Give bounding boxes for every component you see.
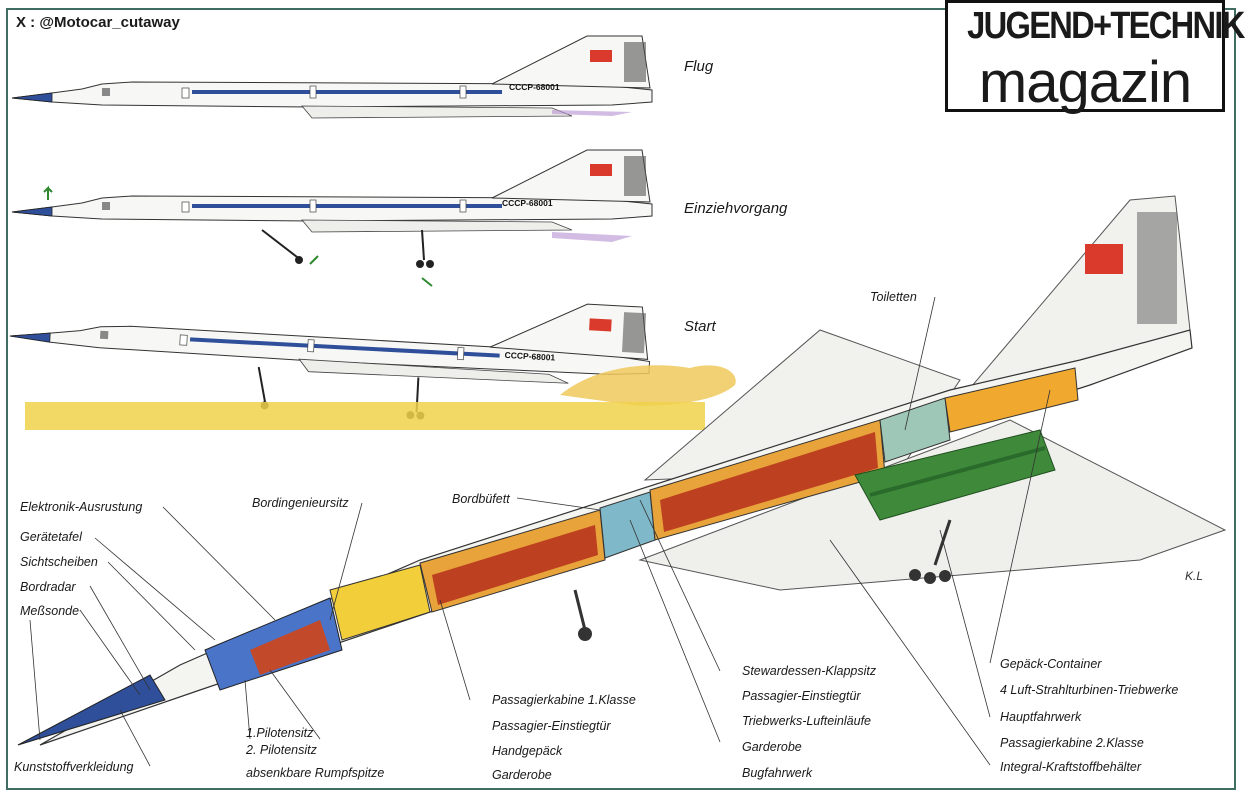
stage-label-start: Start (684, 318, 716, 335)
label-kunststoffverkleidung: Kunststoffverkleidung (14, 760, 134, 774)
plane2-registration: CCCP-68001 (502, 198, 553, 208)
label-kabine-2-klasse: Passagierkabine 2.Klasse (1000, 736, 1144, 750)
label-toiletten: Toiletten (870, 290, 917, 304)
label-pilotensitz-2: 2. Pilotensitz (246, 743, 317, 757)
stage-label-flug: Flug (684, 58, 714, 75)
label-garderobe-2: Garderobe (742, 740, 802, 754)
label-bordingenieursitz: Bordingenieursitz (252, 496, 349, 510)
label-gepaeck-container: Gepäck-Container (1000, 657, 1102, 671)
label-lufteinlaeufe: Triebwerks-Lufteinläufe (742, 714, 871, 728)
plane-flight: CCCP-68001 (11, 35, 653, 119)
credit-text: X : @Motocar_cutaway (16, 14, 180, 31)
label-messsonde: Meßsonde (20, 604, 80, 618)
plane3-registration: CCCP-68001 (504, 350, 555, 363)
label-handgepaeck: Handgepäck (492, 744, 563, 758)
label-garderobe-1: Garderobe (492, 768, 552, 782)
label-einstiegtuer-2: Passagier-Einstiegtür (742, 689, 861, 703)
cutaway-aircraft: K.L (17, 195, 1227, 767)
label-hauptfahrwerk: Hauptfahrwerk (1000, 710, 1082, 724)
svg-text:K.L: K.L (1185, 569, 1203, 583)
label-rumpfspitze: absenkbare Rumpfspitze (246, 766, 385, 780)
label-bordbuefett: Bordbüfett (452, 492, 510, 506)
label-bugfahrwerk: Bugfahrwerk (742, 766, 813, 780)
logo-line2: magazin (978, 50, 1192, 115)
runway-strip (25, 402, 705, 430)
label-klappsitz: Stewardessen-Klappsitz (742, 664, 877, 678)
label-kraftstoffbehaelter: Integral-Kraftstoffbehälter (1000, 760, 1142, 774)
plane1-registration: CCCP-68001 (509, 82, 560, 92)
label-bordradar: Bordradar (20, 580, 76, 594)
label-elektronik: Elektronik-Ausrustung (20, 500, 143, 514)
magazine-logo: JUGEND+TECHNIK magazin (945, 0, 1245, 115)
exhaust-cloud (560, 365, 736, 406)
plane-retraction: CCCP-68001 (11, 149, 653, 287)
stage-label-einziehvorgang: Einziehvorgang (684, 200, 788, 217)
label-sichtscheiben: Sichtscheiben (20, 555, 98, 569)
label-einstiegtuer-1: Passagier-Einstiegtür (492, 719, 611, 733)
logo-line1: JUGEND+TECHNIK (967, 5, 1245, 47)
label-pilotensitz-1: 1.Pilotensitz (246, 726, 314, 740)
page-frame (6, 8, 1236, 790)
label-triebwerke: 4 Luft-Strahlturbinen-Triebwerke (1000, 683, 1179, 697)
label-kabine-1-klasse: Passagierkabine 1.Klasse (492, 693, 636, 707)
label-geraetetafel: Gerätetafel (20, 530, 82, 544)
